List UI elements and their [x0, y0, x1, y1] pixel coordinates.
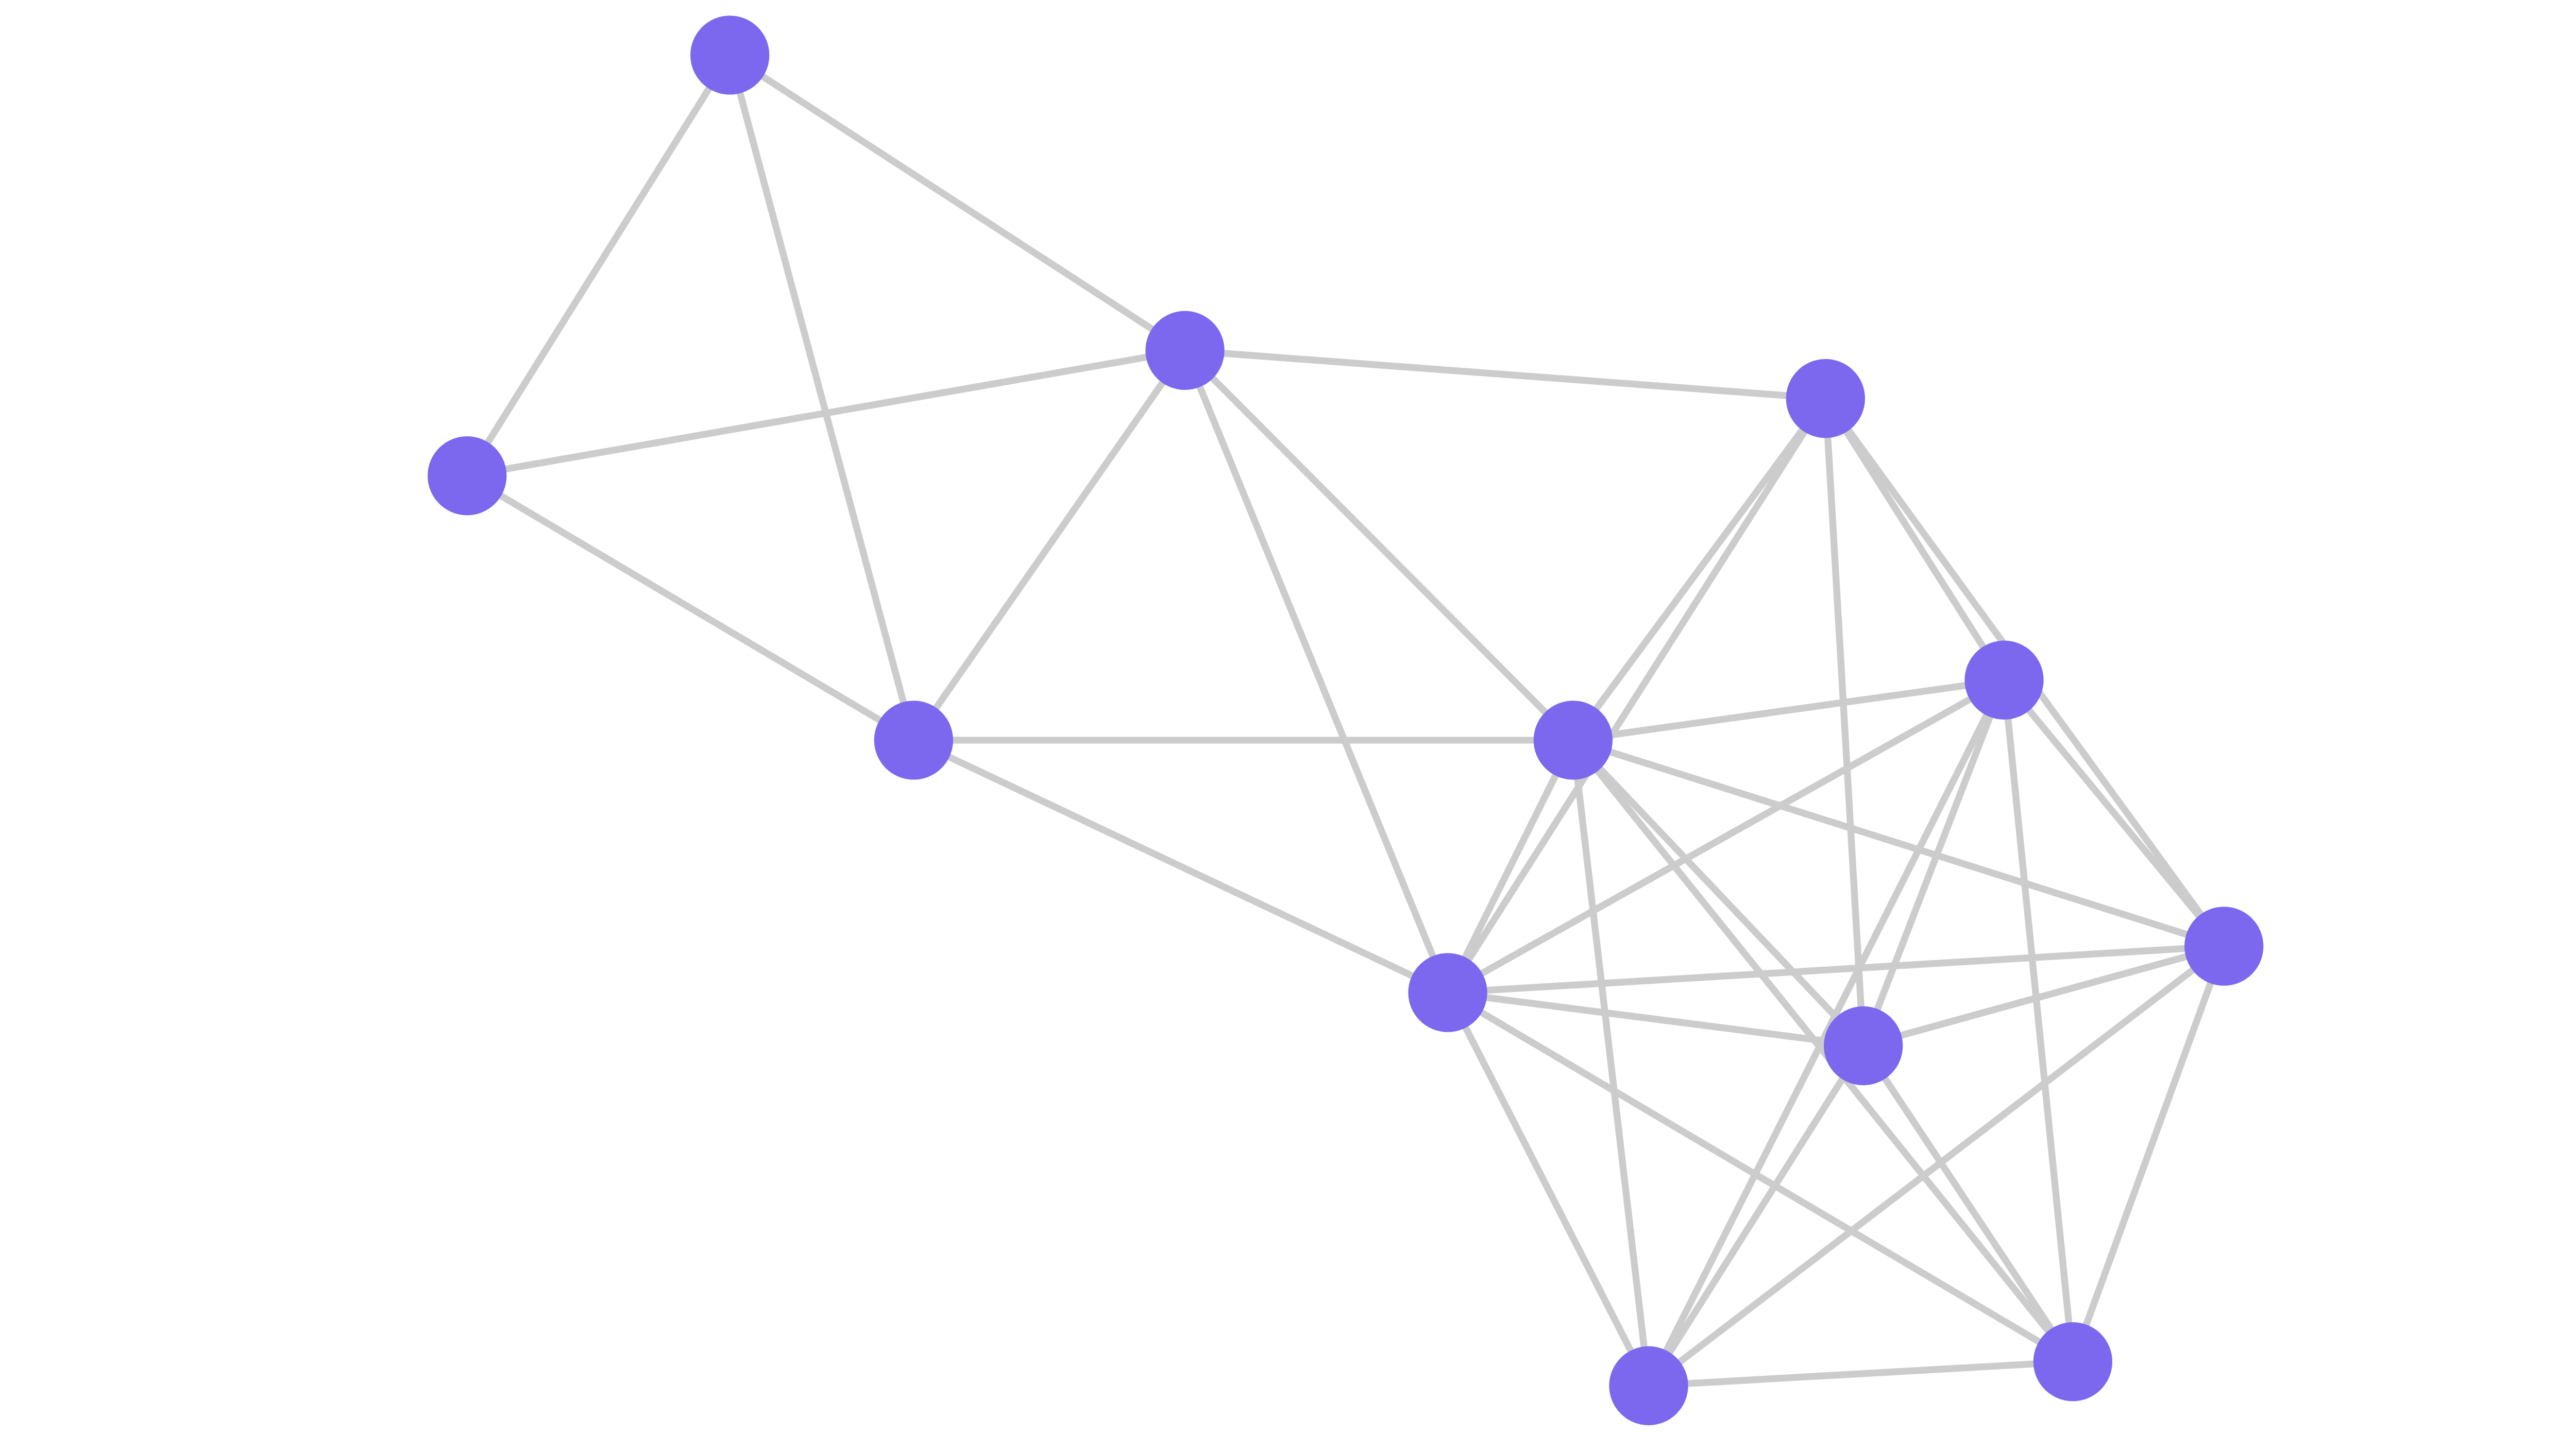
- node-J[interactable]: [1824, 1006, 1903, 1085]
- edge-E-F: [1570, 396, 1828, 742]
- edge-G-I: [2001, 678, 2227, 949]
- edge-H-K: [1445, 991, 1652, 1388]
- node-B[interactable]: [428, 436, 507, 516]
- edge-C-E: [1184, 347, 1826, 402]
- edge-F-G: [1572, 676, 2005, 744]
- node-C[interactable]: [1145, 311, 1225, 390]
- edge-E-H: [1445, 397, 1828, 995]
- edge-B-C: [466, 347, 1186, 480]
- edge-A-C: [728, 52, 1187, 353]
- edge-F-I: [1572, 737, 2225, 950]
- edge-G-J: [1860, 678, 2008, 1047]
- edge-A-B: [464, 53, 733, 478]
- edge-F-H: [1445, 739, 1577, 994]
- nodes-layer: [428, 15, 2264, 1425]
- edge-G-L: [2001, 679, 2076, 1362]
- edges-layer: [464, 52, 2227, 1389]
- edge-E-G: [1822, 397, 2007, 682]
- edge-C-D: [910, 348, 1188, 742]
- node-L[interactable]: [2033, 1322, 2112, 1402]
- node-K[interactable]: [1609, 1346, 1688, 1425]
- edge-E-J: [1822, 398, 1867, 1046]
- node-E[interactable]: [1786, 359, 1865, 438]
- edge-J-K: [1646, 1044, 1867, 1388]
- edge-I-L: [2070, 945, 2227, 1363]
- edge-F-K: [1569, 740, 1652, 1387]
- edge-H-I: [1447, 943, 2225, 996]
- edge-C-F: [1182, 348, 1576, 743]
- node-A[interactable]: [690, 15, 770, 95]
- node-H[interactable]: [1408, 953, 1487, 1032]
- edge-A-D: [726, 54, 917, 741]
- node-D[interactable]: [874, 701, 953, 780]
- edge-F-L: [1570, 738, 2076, 1364]
- node-F[interactable]: [1533, 701, 1613, 780]
- edge-F-J: [1570, 738, 1866, 1048]
- edge-D-H: [912, 737, 1449, 996]
- edge-J-L: [1860, 1044, 2076, 1364]
- edge-I-J: [1862, 943, 2225, 1049]
- edge-H-L: [1446, 989, 2075, 1365]
- edge-H-J: [1447, 989, 1864, 1049]
- edge-B-D: [465, 472, 916, 743]
- node-G[interactable]: [1964, 640, 2044, 720]
- edge-I-K: [1646, 943, 2226, 1389]
- edge-C-H: [1181, 349, 1451, 994]
- edge-G-H: [1446, 677, 2006, 996]
- node-I[interactable]: [2184, 907, 2264, 986]
- edge-K-L: [1648, 1358, 2073, 1389]
